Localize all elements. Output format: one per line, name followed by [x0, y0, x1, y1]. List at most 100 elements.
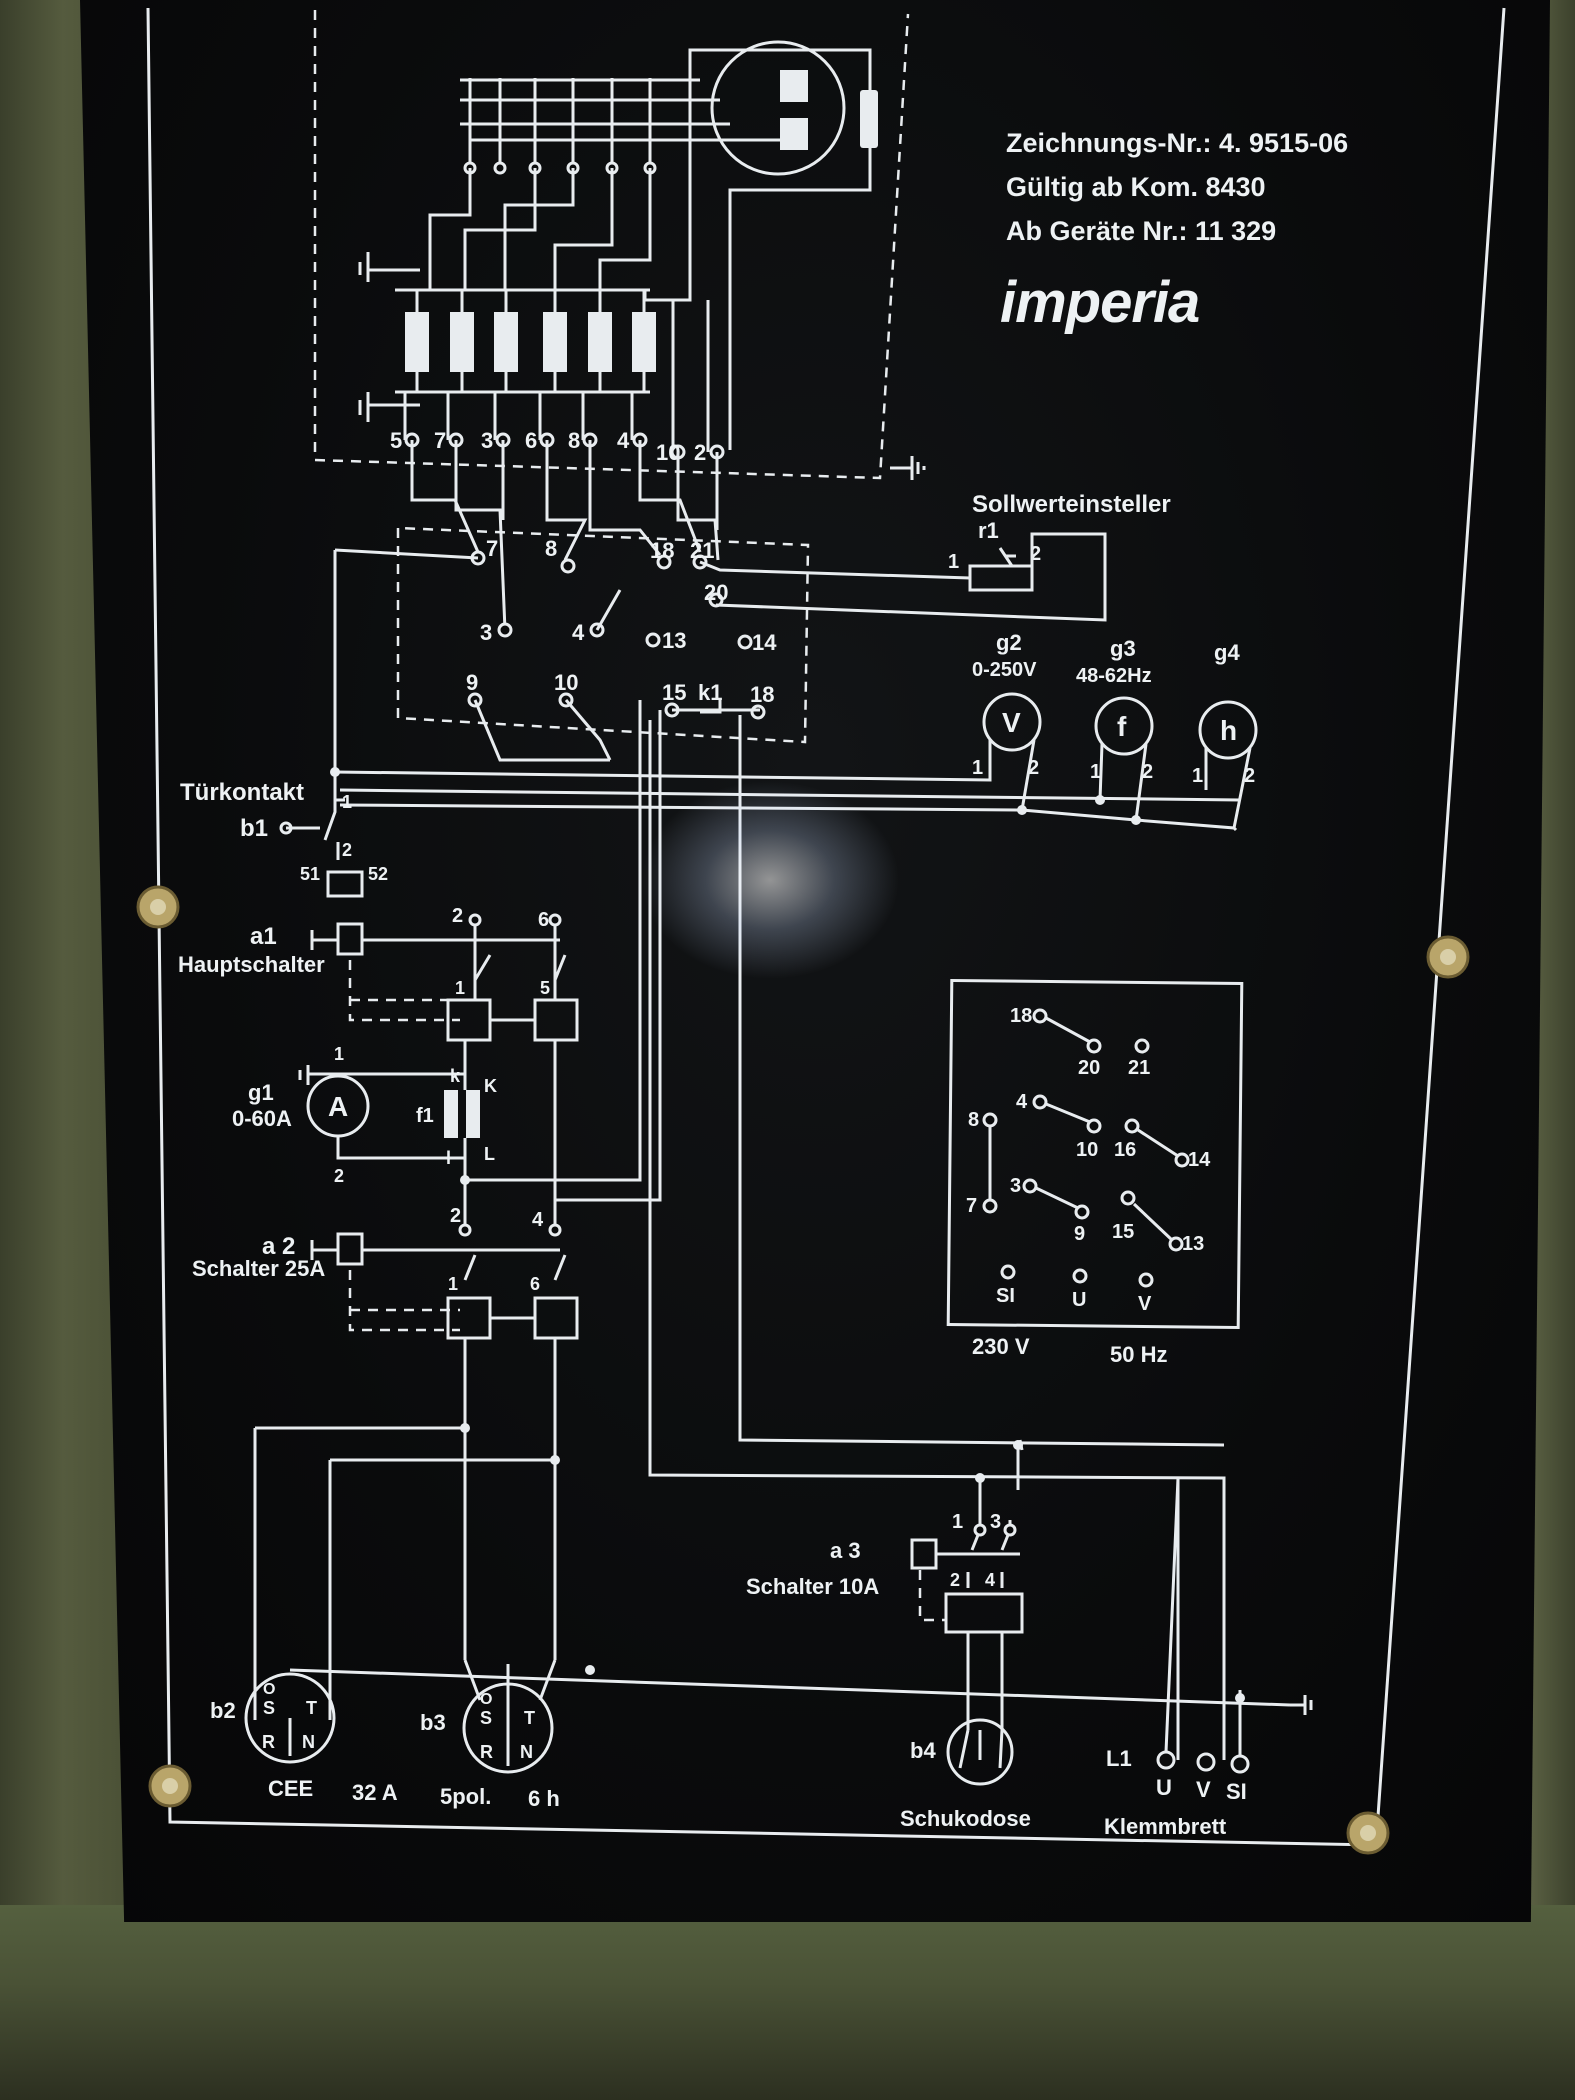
switch-a2: a 2 Schalter 25A 2 4 1 6	[192, 1200, 579, 1660]
output-bus	[253, 715, 1313, 1760]
b3-letter-t: T	[524, 1708, 535, 1728]
link-panel: 18 20 21 4 10 16 14 8 7 3 9 15 13 SI U V	[946, 978, 1244, 1330]
a3-contact-4: 3	[990, 1511, 1001, 1533]
meter-g4-pin-1: 1	[1192, 765, 1203, 787]
panel-terminal-14: 14	[1188, 1149, 1211, 1171]
box-terminal-7: 13	[662, 628, 686, 653]
housing-bottom-rail	[0, 1905, 1575, 2100]
box-terminal-12: 18	[750, 682, 774, 707]
b2-letter-r: R	[262, 1732, 275, 1752]
contact-52: 52	[368, 864, 388, 884]
meters: g2 0-250V V g3 48-62Hz f g4 h 1 2 1 2 1 …	[334, 630, 1258, 832]
a3-contact-1: 2	[950, 1570, 960, 1590]
socket-b4: b4	[910, 1718, 1014, 1786]
panel-terminal-13: 13	[1182, 1233, 1204, 1255]
fuse-l-big: L	[484, 1144, 495, 1164]
switch25-label: Schalter 25A	[192, 1256, 325, 1281]
meter-g4-symbol: h	[1220, 715, 1237, 746]
a1-contact-5: 5	[540, 978, 550, 998]
panel-terminal-15: 15	[1112, 1221, 1134, 1243]
panel-terminal-16: 16	[1114, 1139, 1136, 1161]
a3-contact-2: 1	[952, 1511, 963, 1533]
drawing-number: Zeichnungs-Nr.: 4. 9515-06	[1006, 128, 1348, 158]
panel-terminal-21: 21	[1128, 1057, 1150, 1079]
fuse-id: f1	[416, 1105, 434, 1127]
panel-output-v: V	[1138, 1293, 1152, 1315]
box-terminal-6: 4	[572, 620, 585, 645]
a3-label: a 3	[830, 1538, 861, 1563]
upper-terminal-0: 5	[390, 428, 402, 453]
ammeter-range: 0-60A	[232, 1106, 292, 1131]
upper-terminal-4: 8	[568, 428, 580, 453]
a3-contact-3: 4	[985, 1570, 995, 1590]
fuse-k-small: k	[450, 1066, 461, 1086]
box-terminal-0: 7	[486, 536, 498, 561]
a2-contact-1: 1	[448, 1274, 458, 1294]
fuse-l-small: l	[446, 1148, 451, 1168]
setpoint-pin-2: 2	[1030, 543, 1041, 565]
panel-output-si: SI	[996, 1285, 1015, 1307]
b1-pin-1: 1	[342, 792, 352, 812]
contact-51: 51	[300, 864, 320, 884]
upper-terminal-5: 4	[617, 428, 630, 453]
b3-label: b3	[420, 1710, 446, 1735]
upper-terminal-2: 3	[481, 428, 493, 453]
pol5-label: 5pol.	[440, 1784, 491, 1809]
panel-frequency: 50 Hz	[1110, 1342, 1167, 1367]
ammeter-pin-1: 1	[334, 1044, 344, 1064]
upper-terminal-1: 7	[434, 428, 446, 453]
panel-terminal-4: 4	[1016, 1091, 1028, 1113]
setpoint-adjuster: Sollwerteinsteller r1 1 2	[699, 491, 1171, 622]
panel-output-u: U	[1072, 1289, 1086, 1311]
brand-logo: imperia	[1000, 270, 1199, 335]
switch10-label: Schalter 10A	[746, 1574, 879, 1599]
main-switch-label: Hauptschalter	[178, 952, 325, 977]
generator-box: 5 7 3 6 8 4 10 2	[313, 10, 926, 480]
h6-label: 6 h	[528, 1786, 560, 1811]
light-glare	[640, 780, 900, 980]
socket-b3: b3 S O R N T	[420, 1659, 557, 1774]
a2-label: a 2	[262, 1233, 295, 1260]
door-contact: Türkontakt b1 1 2 51 52	[180, 548, 479, 898]
ammeter-pin-2: 2	[334, 1166, 344, 1186]
box-terminal-10: 10	[554, 670, 578, 695]
amp32-label: 32 A	[352, 1780, 398, 1805]
cee-label: CEE	[268, 1776, 313, 1801]
b2-letter-o: O	[263, 1681, 275, 1698]
meter-g3-pin-1: 1	[1090, 761, 1101, 783]
u-label: U	[1156, 1775, 1172, 1800]
b2-letter-n: N	[302, 1732, 315, 1752]
a1-contact-6: 6	[538, 909, 549, 931]
box-terminal-1: 8	[545, 536, 557, 561]
a2-contact-2: 2	[450, 1205, 461, 1227]
panel-terminal-10: 10	[1076, 1139, 1098, 1161]
box-terminal-9: 9	[466, 670, 478, 695]
b1-pin-2: 2	[342, 840, 352, 860]
panel-terminal-18: 18	[1010, 1005, 1032, 1027]
mounting-screws	[136, 885, 1470, 1855]
panel-terminal-8: 8	[968, 1109, 979, 1131]
meter-g3-id: g3	[1110, 636, 1136, 661]
panel-voltage: 230 V	[972, 1334, 1030, 1359]
meter-g2-id: g2	[996, 630, 1022, 655]
meter-g4-id: g4	[1214, 640, 1240, 665]
fuse-f1: f1 k K l L	[416, 700, 662, 1202]
upper-terminal-6: 10	[656, 440, 680, 465]
valid-from: Gültig ab Kom. 8430	[1006, 172, 1266, 202]
a2-contact-4: 4	[532, 1209, 544, 1231]
a1-label: a1	[250, 923, 277, 950]
meter-g2-range: 0-250V	[972, 659, 1037, 681]
meter-g4-pin-2: 2	[1244, 765, 1255, 787]
socket-b2: b2 S O R N T	[210, 1672, 336, 1764]
b3-letter-n: N	[520, 1742, 533, 1762]
box-terminal-5: 3	[480, 620, 492, 645]
setpoint-pin-1: 1	[948, 551, 959, 573]
panel-terminal-20: 20	[1078, 1057, 1100, 1079]
b2-letter-s: S	[263, 1698, 275, 1718]
ammeter-g1: g1 0-60A A 1 2	[232, 1044, 465, 1186]
main-switch-a1: a1 Hauptschalter 2 6 1 5	[178, 905, 579, 1042]
box-terminal-8: 14	[752, 630, 777, 655]
meter-g2-pin-2: 2	[1028, 757, 1039, 779]
b2-letter-t: T	[306, 1698, 317, 1718]
